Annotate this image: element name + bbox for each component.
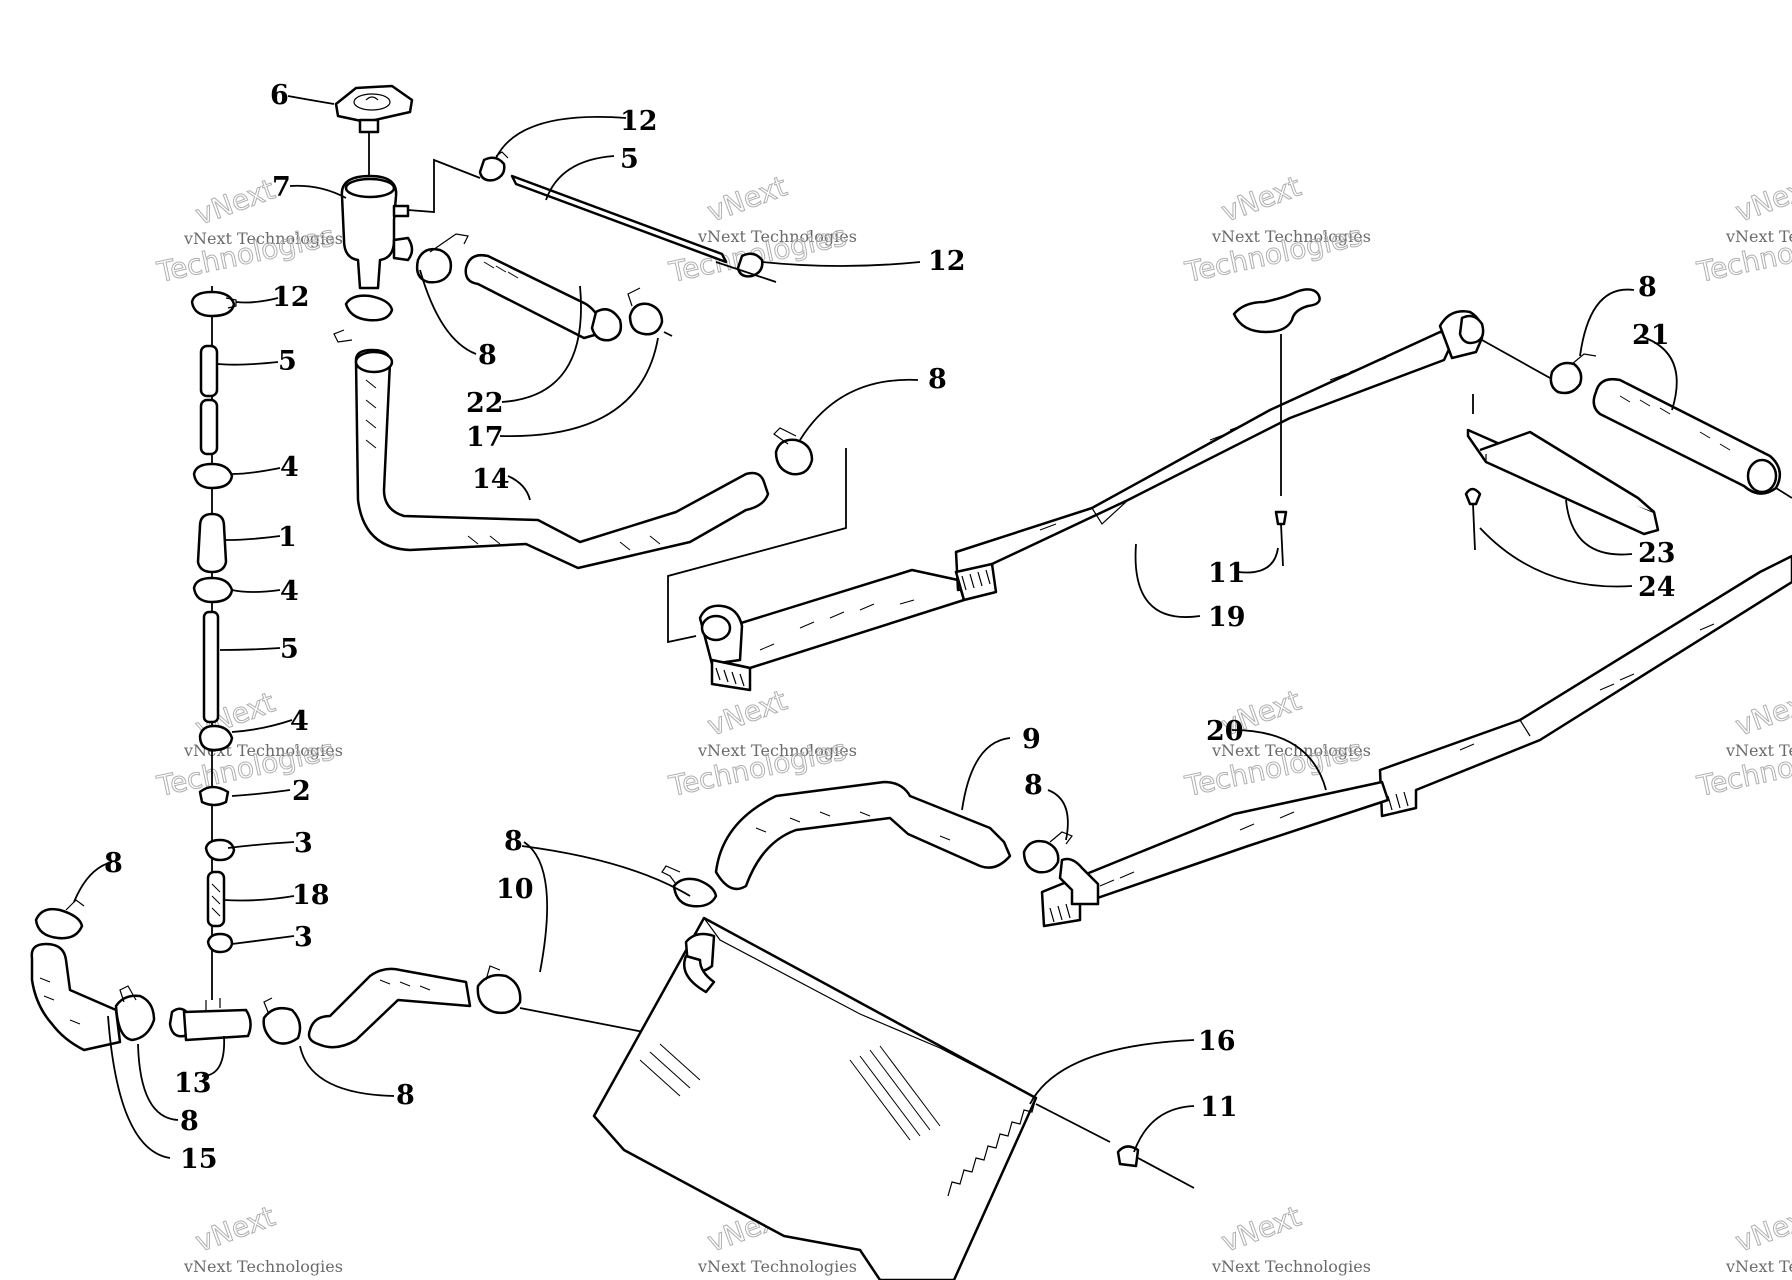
hose-21-assembly: [1549, 353, 1792, 499]
watermark-text: vNext Technologies: [183, 1257, 343, 1276]
watermark-brand: vNext: [191, 173, 279, 232]
hose-9-assembly: [661, 780, 1100, 908]
callout-12-right: 12: [928, 246, 966, 277]
callout-2: 2: [292, 776, 311, 807]
watermark-text: vNext Technologies: [1725, 1257, 1792, 1276]
callout-8-hose-21: 8: [1638, 272, 1657, 303]
callout-16: 16: [1198, 1026, 1236, 1057]
watermark-brand: vNext: [703, 170, 791, 229]
callout-13: 13: [174, 1068, 212, 1099]
callout-22: 22: [466, 388, 504, 419]
callout-17: 17: [466, 422, 504, 453]
callout-8-filler: 8: [478, 340, 497, 371]
callout-12-top: 12: [620, 106, 658, 137]
callout-4-upper: 4: [280, 452, 299, 483]
watermark-text: vNext Technologies: [1211, 741, 1371, 760]
callout-8-lower-left: 8: [180, 1106, 199, 1137]
heat-exchanger-upper-main: [954, 310, 1551, 602]
watermark-text: vNext Technologies: [1211, 227, 1371, 246]
callout-7: 7: [272, 172, 291, 203]
callout-12-left: 12: [272, 282, 310, 313]
heat-exchanger-upper-left: [698, 568, 966, 692]
watermark-brand: vNext: [191, 1200, 279, 1259]
watermark-mid-left: vNext vNext Technologies Technologies: [153, 685, 343, 803]
callout-20: 20: [1206, 716, 1244, 747]
callout-15: 15: [180, 1144, 218, 1175]
callout-5-top: 5: [620, 144, 639, 175]
upper-hose-assembly: [415, 233, 673, 342]
watermark-text: vNext Technologies: [697, 227, 857, 246]
callout-8-hose-10: 8: [504, 826, 523, 857]
watermark-text: vNext Technologies: [697, 741, 857, 760]
heat-exchanger-lower-right: [1378, 554, 1792, 818]
watermark-bottom-right: vNext vNext Technologies: [1211, 1199, 1371, 1276]
callout-14: 14: [472, 464, 510, 495]
watermark-text: vNext Technologies: [183, 229, 343, 248]
callout-11-upper: 11: [1208, 558, 1246, 589]
hose-14-assembly: [333, 294, 814, 570]
heat-exchanger-front: [592, 916, 1195, 1280]
callout-19: 19: [1208, 602, 1246, 633]
callout-21: 21: [1632, 320, 1670, 351]
watermark-top-edge: vNext vNext Technologies Technologies: [1693, 169, 1792, 289]
callout-10: 10: [496, 874, 534, 905]
radiator-cap: [334, 84, 414, 134]
watermark-brand: vNext: [1731, 1200, 1792, 1259]
watermark-bottom-left: vNext vNext Technologies: [183, 1199, 343, 1276]
callout-8-hose-14: 8: [928, 364, 947, 395]
watermark-bottom-edge: vNext vNext Technologies: [1725, 1199, 1792, 1276]
mount-hardware: [1232, 288, 1660, 567]
callout-3-lower: 3: [294, 922, 313, 953]
callout-4-lower: 4: [290, 706, 309, 737]
callout-labels: 6 7 12 5 12 12 5 4 1 4 5 4 2 3 18 3 8 22…: [104, 80, 1676, 1175]
callout-9: 9: [1022, 724, 1041, 755]
callout-18: 18: [292, 880, 330, 911]
parts-layer: [30, 84, 1792, 1280]
watermark-top-left: vNext vNext Technologies Technologies: [153, 172, 343, 289]
watermark-mid-mid: vNext vNext Technologies Technologies: [665, 683, 857, 803]
tunnel-bracket-lines: [667, 448, 847, 644]
overflow-tube-upper: [407, 151, 777, 283]
callout-3-upper: 3: [294, 828, 313, 859]
filler-neck: [340, 132, 414, 290]
bleed-tube-assembly: [190, 286, 237, 1000]
callout-24: 24: [1638, 572, 1676, 603]
watermark-top-right: vNext vNext Technologies Technologies: [1181, 169, 1371, 289]
callout-23: 23: [1638, 538, 1676, 569]
watermark-text: vNext Technologies: [1211, 1257, 1371, 1276]
callout-5-left-upper: 5: [278, 346, 297, 377]
leader-lines: [73, 95, 1678, 1159]
callout-5-left-lower: 5: [280, 634, 299, 665]
watermark-text: vNext Technologies: [697, 1257, 857, 1276]
watermark-brand: vNext: [1217, 1200, 1305, 1259]
callout-4-middle: 4: [280, 576, 299, 607]
watermark-brand: vNext: [1731, 684, 1792, 743]
callout-6: 6: [270, 80, 289, 111]
callout-11-lower: 11: [1200, 1092, 1238, 1123]
watermark-brand: vNext: [703, 684, 791, 743]
callout-8-far-left: 8: [104, 848, 123, 879]
heat-exchanger-lower-left: [1040, 780, 1390, 928]
lower-hose-assembly: [30, 899, 694, 1055]
watermark-mid-edge: vNext vNext Technologies Technologies: [1693, 683, 1792, 803]
watermark-brand: vNext: [1217, 170, 1305, 229]
callout-8-lower-middle: 8: [396, 1080, 415, 1111]
watermark-brand: vNext: [1731, 170, 1792, 229]
watermark-text: vNext Technologies: [1725, 741, 1792, 760]
callout-1: 1: [278, 522, 297, 553]
callout-8-hose-9: 8: [1024, 770, 1043, 801]
watermark-text: vNext Technologies: [1725, 227, 1792, 246]
